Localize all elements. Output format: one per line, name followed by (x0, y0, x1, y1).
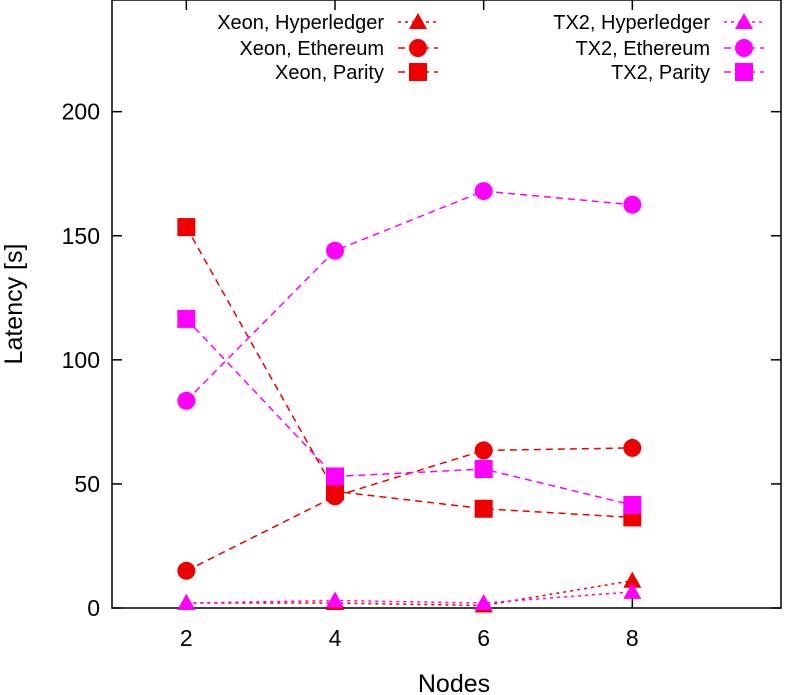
series (177, 571, 642, 613)
legend-marker (409, 63, 427, 81)
y-axis-label: Latency [s] (0, 244, 28, 365)
legend-entry: TX2, Hyperledger (553, 12, 764, 34)
data-point (177, 309, 196, 328)
legend-label: TX2, Ethereum (575, 38, 710, 60)
legend-entry: Xeon, Parity (275, 62, 438, 84)
x-tick-label: 4 (329, 625, 342, 651)
x-tick-label: 2 (180, 625, 193, 651)
legend-marker (735, 39, 753, 57)
data-point (474, 182, 493, 201)
data-point (177, 391, 196, 410)
series (177, 582, 642, 611)
data-point (326, 482, 344, 501)
series (177, 438, 642, 580)
plot-frame (111, 0, 782, 609)
data-point (177, 561, 196, 580)
data-point (326, 467, 344, 486)
x-axis-label: Nodes (418, 670, 490, 695)
data-point (474, 499, 493, 518)
series-line (186, 579, 633, 607)
legend-marker (735, 13, 753, 29)
y-tick-label: 100 (62, 347, 100, 373)
data-point (326, 241, 344, 260)
series-line (186, 591, 633, 604)
y-tick-label: 200 (62, 99, 100, 125)
legend-marker (409, 39, 427, 57)
data-point (623, 571, 642, 588)
series-line (185, 190, 633, 402)
series (177, 182, 642, 410)
legend-label: Xeon, Ethereum (239, 38, 384, 60)
data-point (623, 195, 642, 214)
data-point (474, 441, 493, 460)
y-tick-label: 50 (74, 471, 100, 497)
series (177, 309, 642, 515)
x-tick-label: 6 (477, 625, 490, 651)
legend-entry: Xeon, Hyperledger (217, 12, 438, 34)
legend-entry: TX2, Ethereum (575, 38, 764, 60)
data-point (326, 591, 344, 608)
legend-label: Xeon, Hyperledger (217, 12, 384, 34)
series-line (185, 318, 633, 506)
data-point (623, 496, 642, 515)
data-point (474, 460, 493, 479)
legend-label: TX2, Hyperledger (553, 12, 710, 34)
data-point (474, 594, 493, 611)
data-point (623, 582, 642, 599)
legend-entry: TX2, Parity (611, 62, 764, 84)
series-line (185, 447, 633, 572)
x-tick-label: 8 (626, 625, 639, 651)
legend-marker (409, 13, 427, 29)
data-point (623, 438, 642, 457)
axis-ticks: 0 50 100 150 200 2 4 6 8 (62, 0, 781, 651)
legend-label: Xeon, Parity (275, 62, 384, 84)
legend-marker (735, 63, 753, 81)
legend-entry: Xeon, Ethereum (239, 38, 438, 60)
series-line (185, 226, 633, 519)
data-point (177, 218, 196, 237)
y-tick-label: 0 (87, 595, 100, 621)
series (177, 218, 642, 527)
series-layer (177, 182, 642, 613)
y-tick-label: 150 (62, 223, 100, 249)
data-point (177, 594, 196, 611)
legend-label: TX2, Parity (611, 62, 710, 84)
